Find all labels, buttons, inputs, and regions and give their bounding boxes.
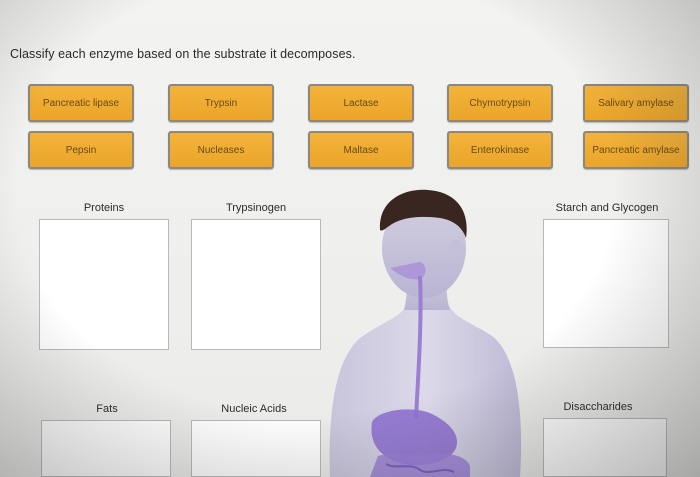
category-label-disaccharides: Disaccharides [563,401,633,413]
digestive-system-illustration [329,189,522,477]
drop-zone-nucleic-acids[interactable] [191,420,321,477]
enzyme-chip-label: Pancreatic lipase [42,97,120,109]
enzyme-chip-label: Trypsin [204,97,238,109]
category-label-nucleic-acids: Nucleic Acids [221,403,287,415]
enzyme-chip-chymotrypsin[interactable]: Chymotrypsin [447,84,553,122]
drop-zone-fats[interactable] [41,420,171,477]
drop-zone-disaccharides[interactable] [543,418,667,477]
enzyme-chip-label: Nucleases [197,144,245,156]
hair-shape [379,189,467,238]
enzyme-chip-trypsin[interactable]: Trypsin [168,84,274,122]
enzyme-chip-pancreatic-lipase[interactable]: Pancreatic lipase [28,84,134,122]
enzyme-chip-label: Pepsin [65,144,97,156]
enzyme-chip-maltase[interactable]: Maltase [308,131,414,169]
category-label-starch-glycogen: Starch and Glycogen [555,202,659,214]
enzyme-chip-lactase[interactable]: Lactase [308,84,414,122]
enzyme-chip-label: Chymotrypsin [469,97,531,109]
category-label-fats: Fats [96,403,118,415]
enzyme-chip-enterokinase[interactable]: Enterokinase [447,131,553,169]
enzyme-chip-pancreatic-amylase[interactable]: Pancreatic amylase [583,131,689,169]
drop-zone-starch-glycogen[interactable] [543,219,669,348]
enzyme-chip-pepsin[interactable]: Pepsin [28,131,134,169]
esophagus-shape [414,275,423,419]
intestine-coil [385,463,455,473]
drop-zone-proteins[interactable] [39,219,169,350]
category-label-trypsinogen: Trypsinogen [225,202,287,214]
enzyme-chip-label: Salivary amylase [598,97,674,109]
enzyme-chip-label: Maltase [343,144,379,156]
intestines-shape [370,453,470,477]
drop-zone-trypsinogen[interactable] [191,219,321,350]
enzyme-chip-label: Enterokinase [470,144,530,156]
instruction-text: Classify each enzyme based on the substr… [10,47,356,61]
category-label-proteins: Proteins [83,202,125,214]
enzyme-chip-label: Pancreatic amylase [592,144,680,156]
enzyme-chip-salivary-amylase[interactable]: Salivary amylase [583,84,689,122]
liver-stomach-shape [371,409,457,466]
enzyme-chip-nucleases[interactable]: Nucleases [168,131,274,169]
mouth-region [390,262,426,280]
enzyme-chip-label: Lactase [343,97,379,109]
ear-shape [449,240,463,264]
